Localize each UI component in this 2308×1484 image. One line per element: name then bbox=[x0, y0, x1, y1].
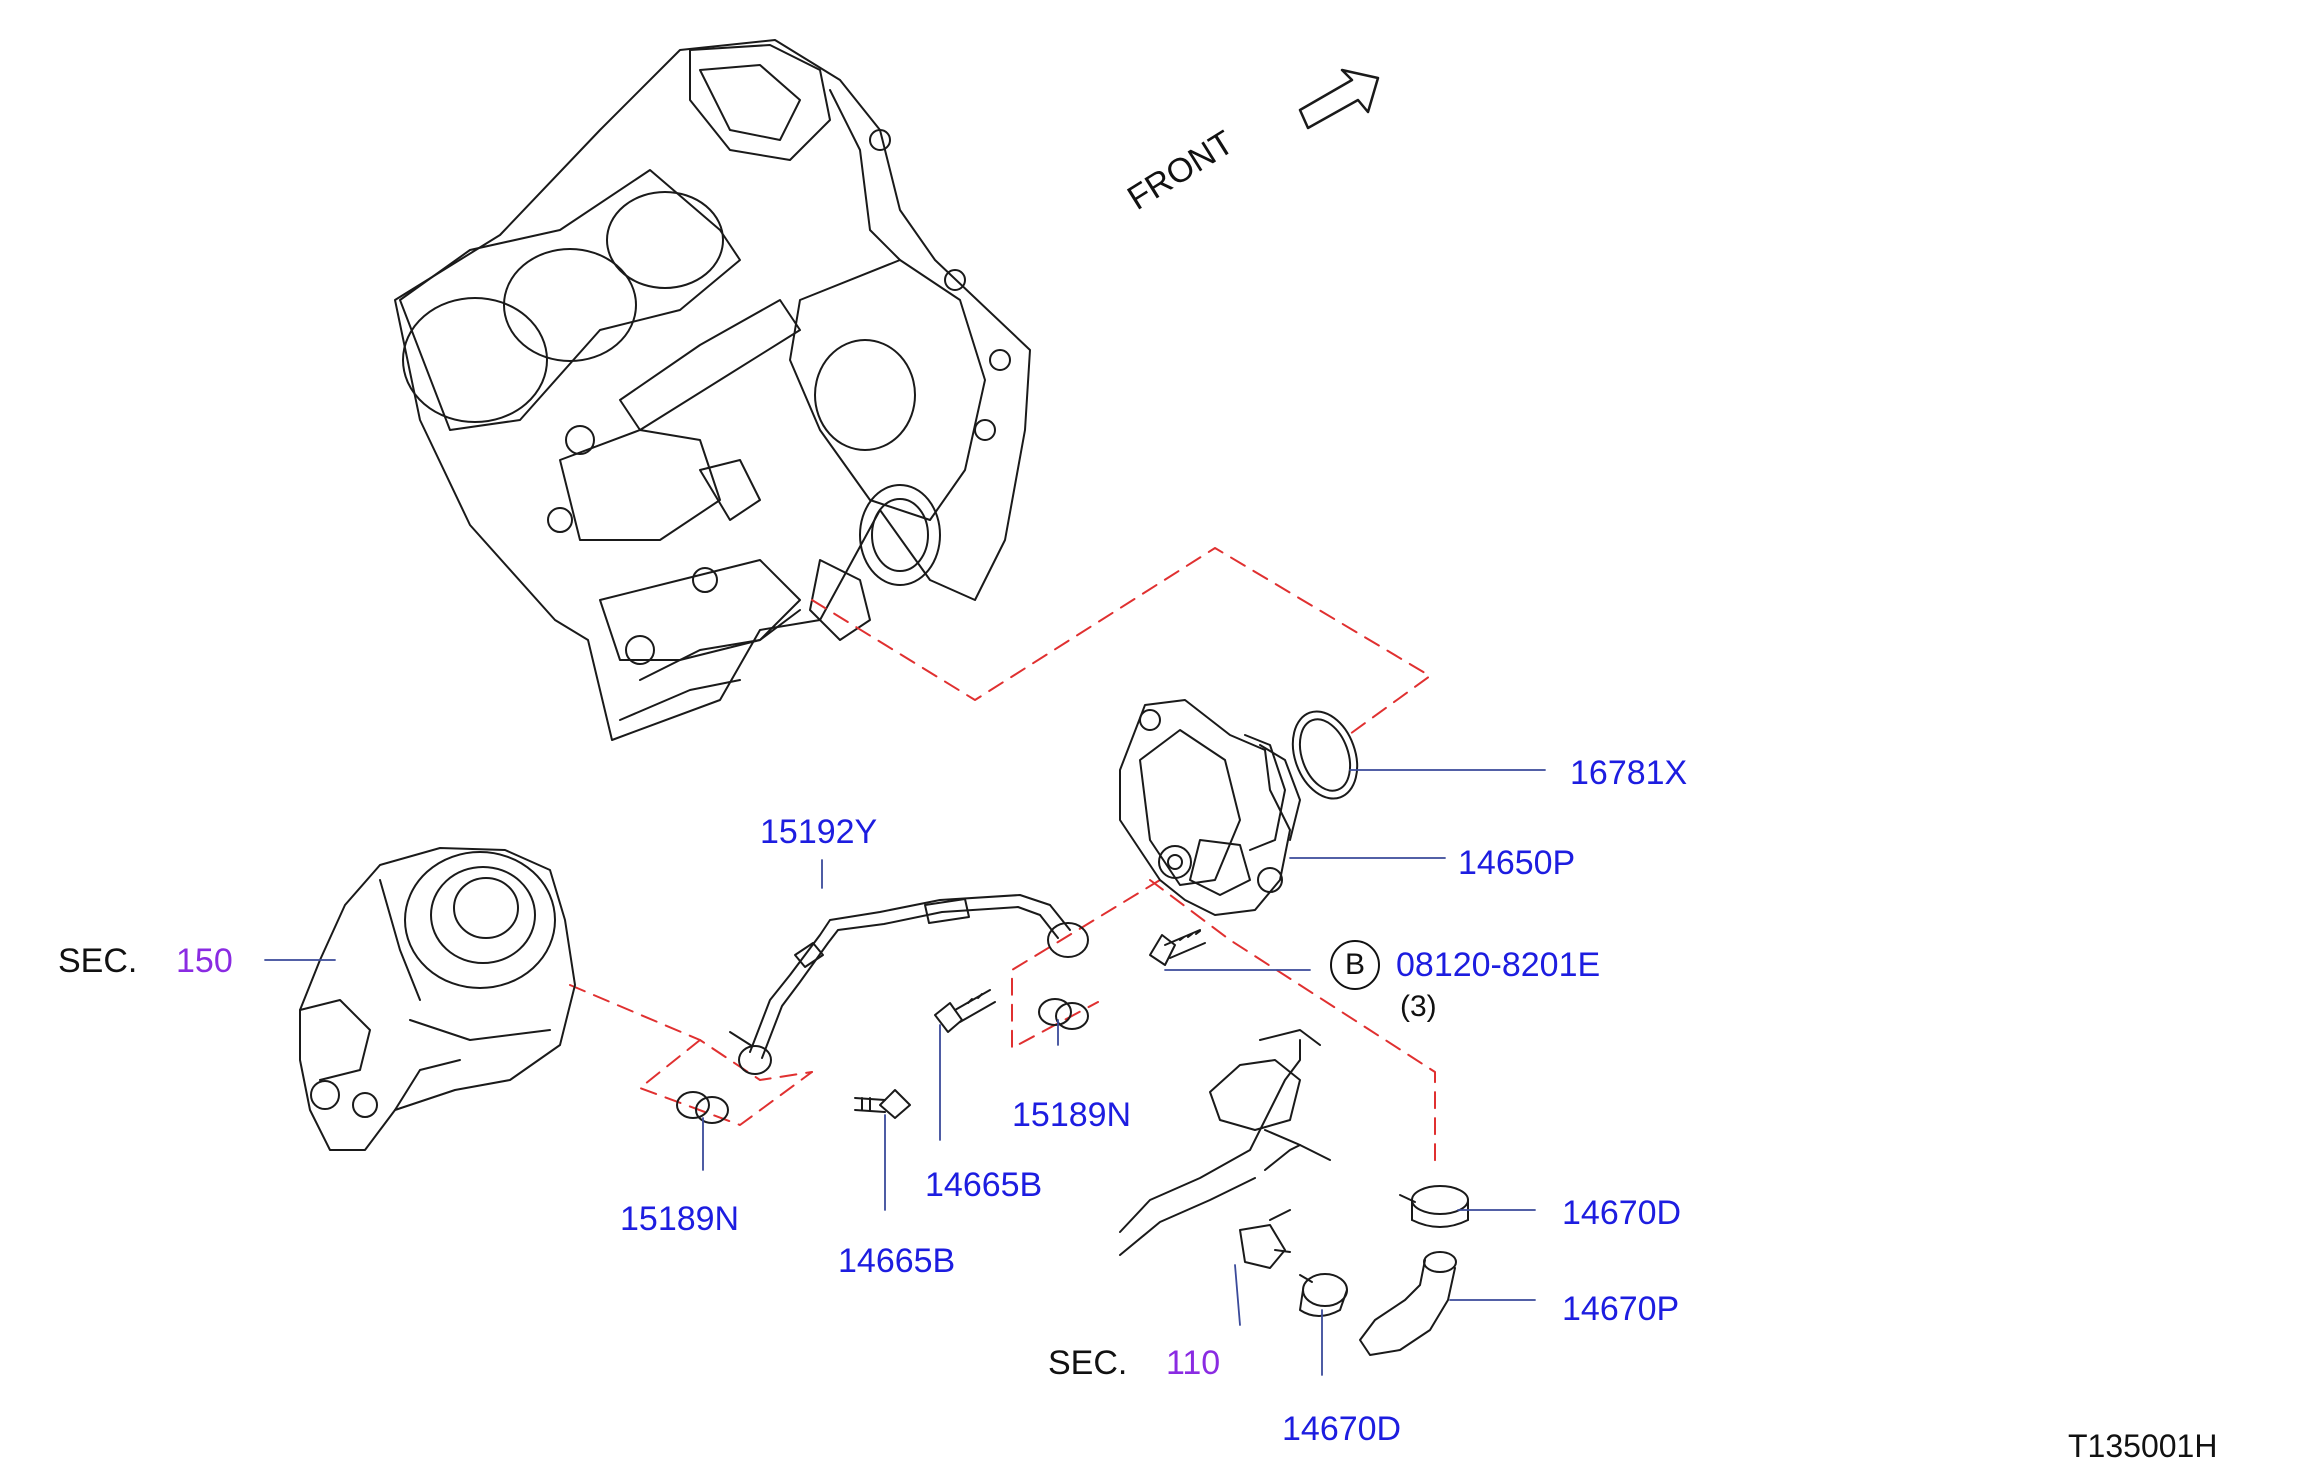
figure-code: T135001H bbox=[2068, 1428, 2218, 1464]
turbocharger bbox=[299, 847, 576, 1151]
bolt-quantity: (3) bbox=[1400, 990, 1437, 1023]
part-label-washer-lower[interactable]: 15189N bbox=[620, 1200, 740, 1238]
engine-block bbox=[394, 39, 1031, 741]
oil-pipe bbox=[729, 894, 1089, 1075]
part-label-washer-upper[interactable]: 15189N bbox=[1012, 1096, 1132, 1134]
phantom-lines bbox=[569, 547, 1436, 1171]
flange-bolt bbox=[1149, 929, 1206, 966]
section-110-prefix: SEC. bbox=[1048, 1344, 1128, 1382]
section-150-prefix: SEC. bbox=[58, 942, 138, 980]
part-label-eyebolt-upper[interactable]: 14665B bbox=[925, 1166, 1043, 1204]
leader-lines bbox=[264, 769, 1546, 1376]
part-label-gasket[interactable]: 16781X bbox=[1570, 754, 1688, 792]
section-110-number[interactable]: 110 bbox=[1166, 1344, 1221, 1382]
gasket-ring bbox=[1291, 710, 1359, 800]
section-150-number[interactable]: 150 bbox=[176, 942, 233, 980]
part-label-hose[interactable]: 14670P bbox=[1562, 1290, 1680, 1328]
coolant-cover bbox=[1119, 1029, 1331, 1269]
part-label-clamp-lower[interactable]: 14670D bbox=[1282, 1410, 1402, 1448]
bolt-symbol-circle: B bbox=[1330, 940, 1380, 990]
washer-upper bbox=[1038, 998, 1089, 1030]
part-label-clamp-upper[interactable]: 14670D bbox=[1562, 1194, 1682, 1232]
part-label-pipe[interactable]: 15192Y bbox=[760, 813, 878, 851]
front-arrow bbox=[1298, 68, 1380, 130]
clamp-lower bbox=[1299, 1273, 1348, 1317]
part-label-bolt[interactable]: 08120-8201E bbox=[1396, 946, 1601, 984]
bolt-symbol-letter: B bbox=[1344, 948, 1365, 981]
water-hose bbox=[1359, 1251, 1457, 1356]
clamp-upper bbox=[1399, 1185, 1469, 1228]
eyebolt-upper bbox=[934, 989, 996, 1033]
part-label-housing[interactable]: 14650P bbox=[1458, 844, 1576, 882]
eyebolt-lower bbox=[854, 1089, 911, 1119]
part-label-eyebolt-lower[interactable]: 14665B bbox=[838, 1242, 956, 1280]
washer-lower bbox=[676, 1091, 729, 1124]
outlet-housing bbox=[1119, 699, 1301, 916]
